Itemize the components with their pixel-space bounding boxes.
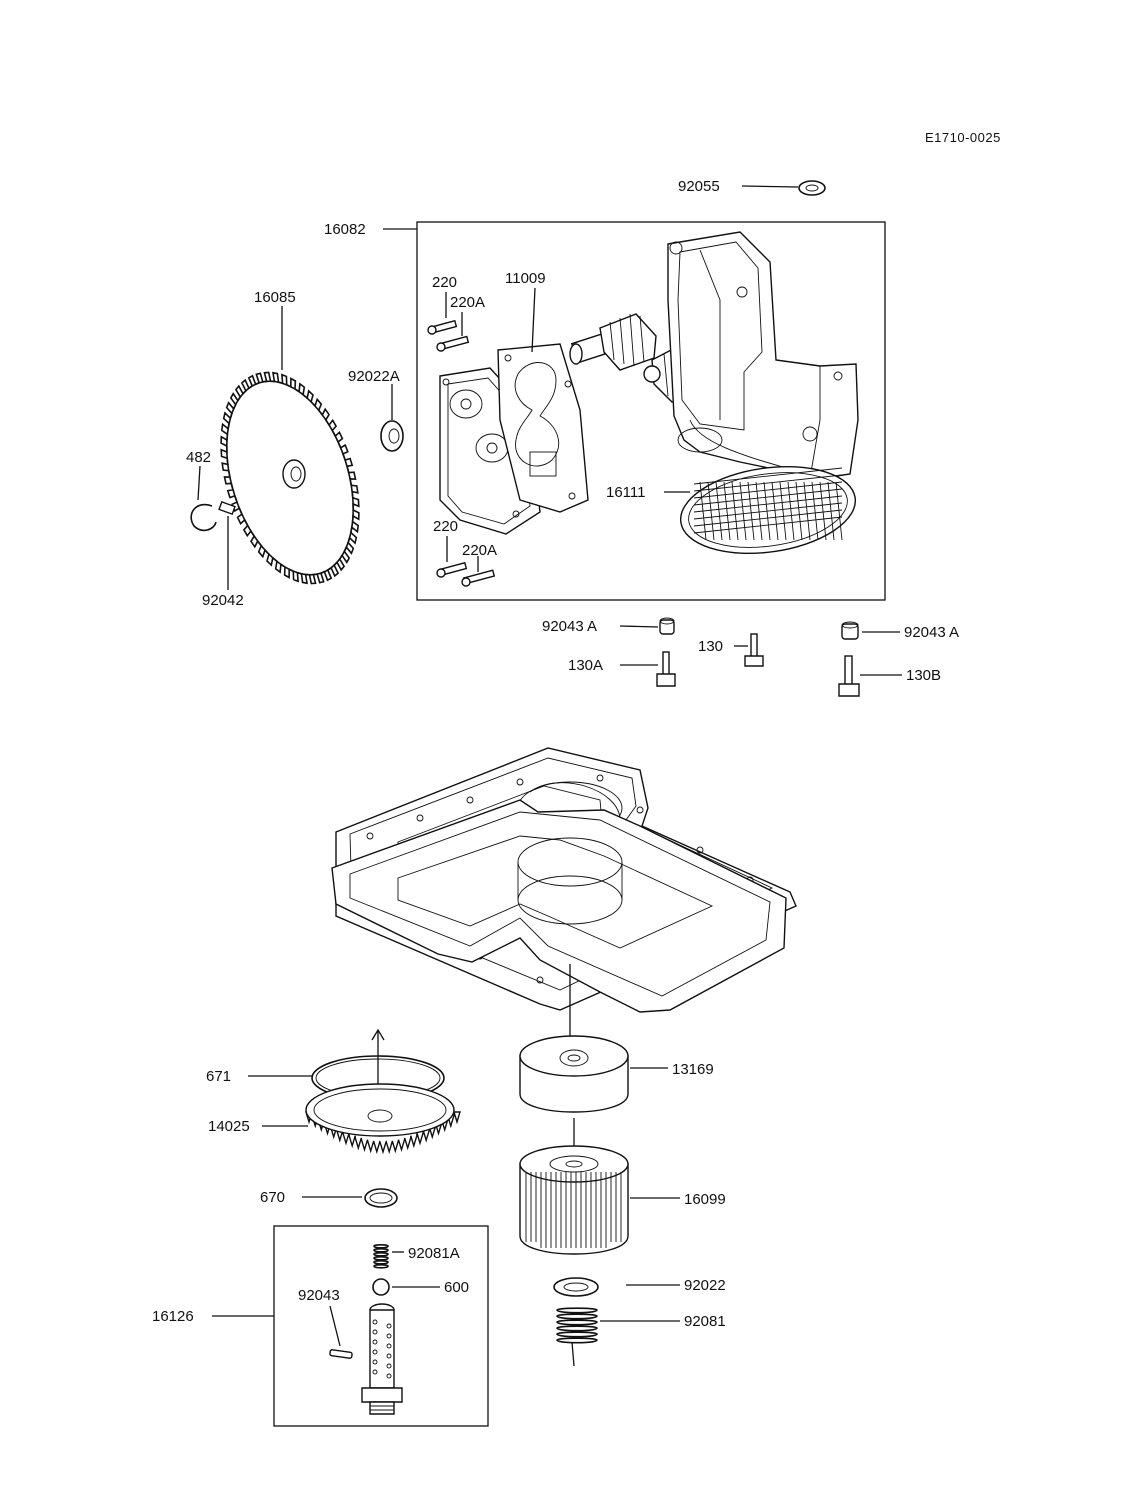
pump-rotor-shaft (569, 313, 657, 371)
label-130: 130 (698, 638, 723, 655)
label-220A-top: 220A (450, 294, 485, 311)
washer-92022A (380, 420, 404, 452)
screw-220-top (427, 319, 458, 335)
bolt-130A (656, 651, 676, 687)
label-482: 482 (186, 449, 211, 466)
label-130B: 130B (906, 667, 941, 684)
label-671: 671 (206, 1068, 231, 1085)
bolt-130 (744, 633, 764, 667)
label-92081A: 92081A (408, 1245, 460, 1262)
spring-92081A (373, 1244, 389, 1269)
relief-valve-body (361, 1303, 403, 1415)
washer-92055 (798, 180, 826, 196)
label-92081: 92081 (684, 1313, 726, 1330)
label-14025: 14025 (208, 1118, 250, 1135)
oil-filter-cover-13169 (519, 1035, 629, 1113)
label-16085: 16085 (254, 289, 296, 306)
pin-92042 (218, 500, 236, 516)
oil-pump-gear-16085 (220, 371, 360, 585)
oil-pump-body (667, 231, 859, 481)
oil-pan (331, 799, 787, 1013)
collar-92043A-left (659, 617, 675, 635)
label-220A-bottom: 220A (462, 542, 497, 559)
gasket-11009 (497, 343, 589, 513)
label-670: 670 (260, 1189, 285, 1206)
label-92043A-right: 92043 A (904, 624, 959, 641)
label-92043: 92043 (298, 1287, 340, 1304)
label-92022A: 92022A (348, 368, 400, 385)
label-92022: 92022 (684, 1277, 726, 1294)
label-16126: 16126 (152, 1308, 194, 1325)
label-92055: 92055 (678, 178, 720, 195)
circlip-482 (190, 503, 217, 532)
label-16111: 16111 (606, 484, 646, 501)
label-92042: 92042 (202, 592, 244, 609)
label-220-top: 220 (432, 274, 457, 291)
label-600: 600 (444, 1279, 469, 1296)
oil-pump-assembly-frame (416, 221, 886, 601)
label-16099: 16099 (684, 1191, 726, 1208)
label-16082: 16082 (324, 221, 366, 238)
relief-valve-frame (273, 1225, 489, 1427)
label-11009: 11009 (505, 270, 546, 287)
screw-220A-top (436, 335, 470, 352)
label-220-bottom: 220 (433, 518, 458, 535)
diagram-code: E1710-0025 (925, 130, 1001, 145)
filter-housing-14025 (305, 1083, 461, 1155)
o-ring-670 (364, 1188, 398, 1208)
oil-filter-element-16099 (519, 1145, 629, 1255)
pin-92043 (329, 1349, 353, 1359)
label-92043A-left: 92043 A (542, 618, 597, 635)
screw-220A-bottom (461, 569, 496, 587)
washer-92022 (553, 1277, 599, 1297)
label-130A: 130A (568, 657, 603, 674)
oil-strainer-16111 (679, 465, 857, 555)
collar-92043A-right (841, 621, 859, 640)
bolt-130B (838, 655, 860, 697)
screw-220-bottom (436, 561, 468, 578)
spring-92081 (556, 1307, 598, 1344)
steel-ball-600 (372, 1278, 390, 1296)
label-13169: 13169 (672, 1061, 714, 1078)
